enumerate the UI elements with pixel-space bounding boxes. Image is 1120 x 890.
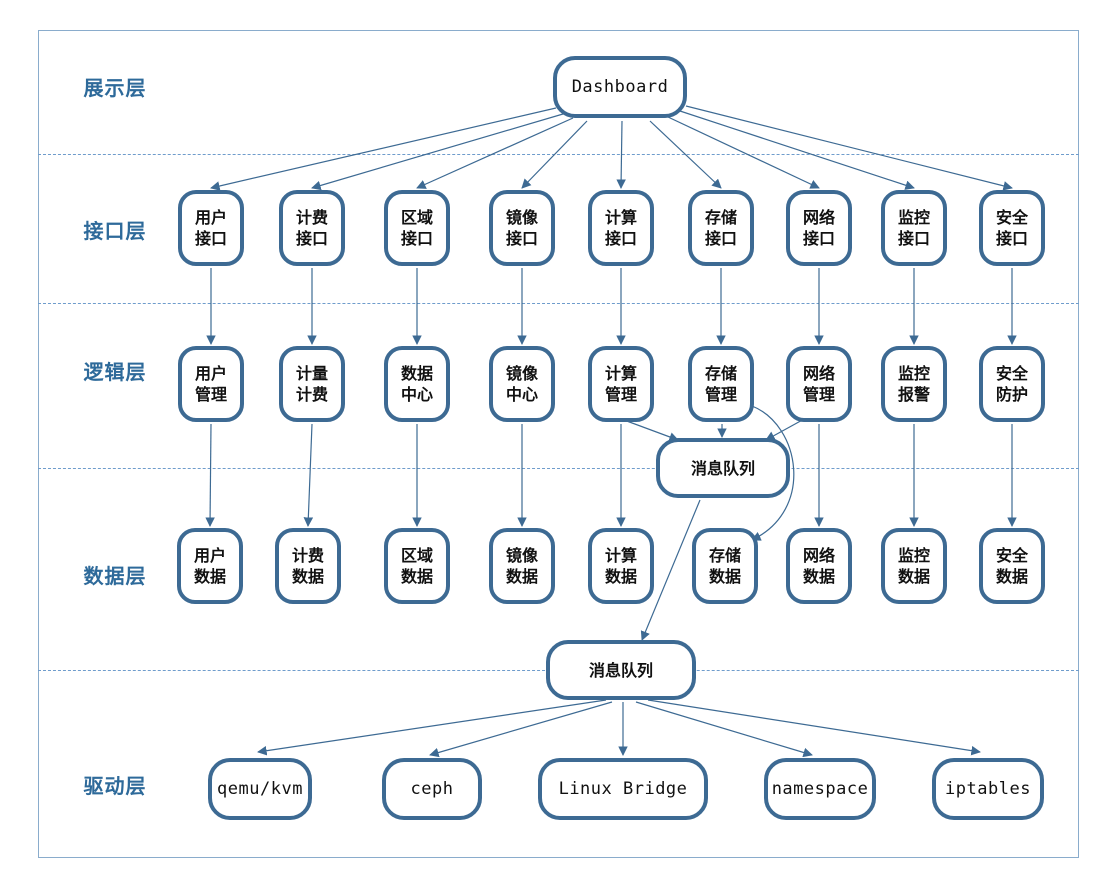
- edge-dashboard-interface: [311, 113, 564, 191]
- interface-node: 安全 接口: [979, 190, 1045, 266]
- interface-node: 监控 接口: [881, 190, 947, 266]
- data-node: 用户 数据: [177, 528, 243, 604]
- logic-node: 安全 防护: [979, 346, 1045, 422]
- data-node: 计费 数据: [275, 528, 341, 604]
- edge-dashboard-interface: [649, 120, 722, 189]
- interface-node: 用户 接口: [178, 190, 244, 266]
- data-node: 计算 数据: [588, 528, 654, 604]
- driver-node: qemu/kvm: [208, 758, 312, 820]
- edge-dashboard-interface: [416, 117, 574, 189]
- edge-dashboard-interface: [667, 116, 820, 189]
- edge-logic-data: [205, 423, 215, 527]
- logic-node: 网络 管理: [786, 346, 852, 422]
- logic-node: 用户 管理: [178, 346, 244, 422]
- data-node: 安全 数据: [979, 528, 1045, 604]
- edge-mq-driver: [257, 699, 607, 756]
- data-node: 镜像 数据: [489, 528, 555, 604]
- data-node: 区域 数据: [384, 528, 450, 604]
- edge-logic-data: [303, 423, 314, 527]
- edge-dashboard-interface: [679, 110, 915, 190]
- logic-node: 数据 中心: [384, 346, 450, 422]
- driver-node: namespace: [764, 758, 876, 820]
- logic-node: 镜像 中心: [489, 346, 555, 422]
- edge-mq-mq: [640, 499, 701, 641]
- data-node: 监控 数据: [881, 528, 947, 604]
- interface-node: 计算 接口: [588, 190, 654, 266]
- interface-node: 计费 接口: [279, 190, 345, 266]
- edge-mq-driver: [647, 699, 981, 756]
- layer-label-data: 数据层: [83, 564, 147, 588]
- layer-separator: [38, 303, 1079, 304]
- driver-node: iptables: [932, 758, 1044, 820]
- layer-separator: [38, 468, 1079, 469]
- layer-label-driver: 驱动层: [83, 774, 147, 798]
- driver-node: ceph: [382, 758, 482, 820]
- layer-separator: [38, 154, 1079, 155]
- logic-node: 监控 报警: [881, 346, 947, 422]
- interface-node: 存储 接口: [688, 190, 754, 266]
- message-queue-driver: 消息队列: [546, 640, 696, 700]
- edge-dashboard-interface: [616, 120, 626, 189]
- edge-storage-logic-data: [751, 405, 795, 541]
- diagram-frame: [38, 30, 1079, 858]
- interface-node: 区域 接口: [384, 190, 450, 266]
- edge-mq-driver: [429, 701, 613, 758]
- data-node: 网络 数据: [786, 528, 852, 604]
- message-queue-logic: 消息队列: [656, 438, 790, 498]
- edge-dashboard-interface: [521, 120, 588, 189]
- interface-node: 镜像 接口: [489, 190, 555, 266]
- layer-label-interface: 接口层: [83, 219, 147, 243]
- logic-node: 计算 管理: [588, 346, 654, 422]
- data-node: 存储 数据: [692, 528, 758, 604]
- interface-node: 网络 接口: [786, 190, 852, 266]
- edge-mq-driver: [635, 701, 813, 758]
- logic-node: 存储 管理: [688, 346, 754, 422]
- layer-label-presentation: 展示层: [83, 76, 147, 100]
- layer-label-logic: 逻辑层: [83, 360, 147, 384]
- driver-node: Linux Bridge: [538, 758, 708, 820]
- edge-dashboard-interface: [210, 107, 557, 191]
- logic-node: 计量 计费: [279, 346, 345, 422]
- edge-logic-mq: [623, 419, 679, 442]
- dashboard-node: Dashboard: [553, 56, 687, 118]
- edge-dashboard-interface: [685, 105, 1013, 191]
- edge-logic-mq: [765, 417, 807, 441]
